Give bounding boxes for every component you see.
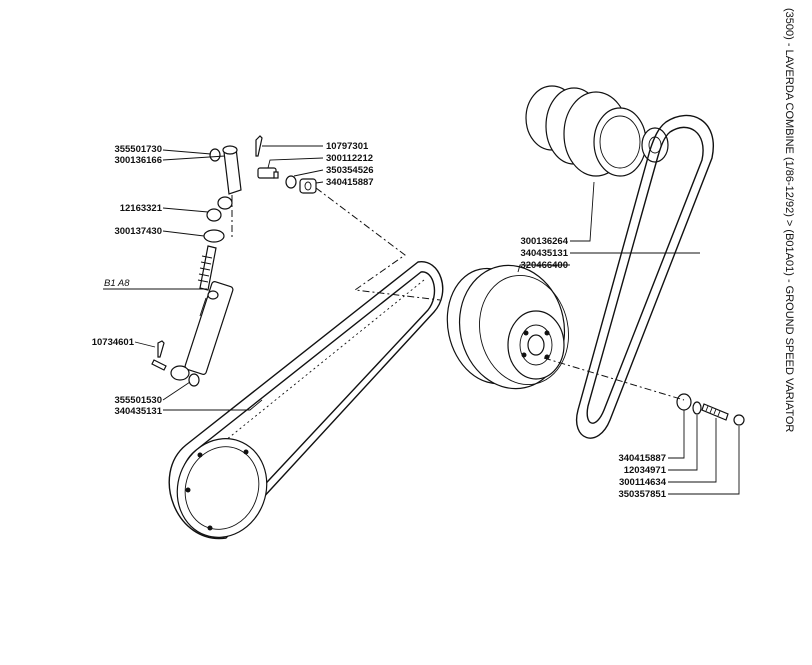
label-12163321: 12163321	[120, 203, 163, 214]
bushing-340415887	[299, 178, 317, 194]
label-320466400: 320466400	[520, 260, 568, 271]
nut-12163321	[217, 196, 233, 210]
label-355501530: 355501530	[114, 395, 162, 406]
label-350357851: 350357851	[618, 489, 666, 500]
bolt-10734601	[151, 340, 167, 371]
nut-350357851	[733, 414, 745, 426]
bushing-340415887-right	[676, 393, 692, 411]
leader-lines	[103, 145, 740, 495]
label-340415887-top: 340415887	[326, 177, 374, 188]
centerline-shaft	[543, 357, 685, 401]
label-340435131-left: 340435131	[114, 406, 162, 417]
pivot-shaft	[222, 145, 242, 195]
label-10734601: 10734601	[92, 337, 135, 348]
variator-pulley	[446, 264, 569, 390]
lower-pulley	[176, 438, 268, 538]
washer-12163321	[206, 208, 222, 222]
washer-300137430	[203, 229, 225, 243]
pin-300112212	[257, 167, 279, 179]
hydraulic-cylinder	[170, 245, 234, 381]
split-pin	[255, 135, 263, 157]
label-300136166: 300136166	[114, 155, 162, 166]
washer-355501530	[188, 373, 200, 387]
label-12034971: 12034971	[624, 465, 667, 476]
label-300114634: 300114634	[619, 477, 667, 488]
washer-12034971	[692, 401, 702, 415]
label-300136264: 300136264	[520, 236, 568, 247]
washer-top	[209, 148, 221, 162]
label-340415887-right: 340415887	[618, 453, 666, 464]
label-340435131-center: 340435131	[520, 248, 568, 259]
diagram-title: (3500) - LAVERDA COMBINE (1/86-12/92) > …	[783, 8, 795, 432]
reference-label: B1 A8	[104, 278, 130, 289]
centerline-pivot	[315, 187, 441, 301]
bolt-300114634	[701, 403, 729, 421]
label-355501730: 355501730	[114, 144, 162, 155]
top-pulley	[525, 85, 669, 177]
label-300137430: 300137430	[114, 226, 162, 237]
label-300112212: 300112212	[326, 153, 373, 164]
label-10797301: 10797301	[326, 141, 369, 152]
label-350354526: 350354526	[326, 165, 374, 176]
short-v-belt	[575, 114, 714, 439]
washer-350354526	[285, 175, 297, 189]
